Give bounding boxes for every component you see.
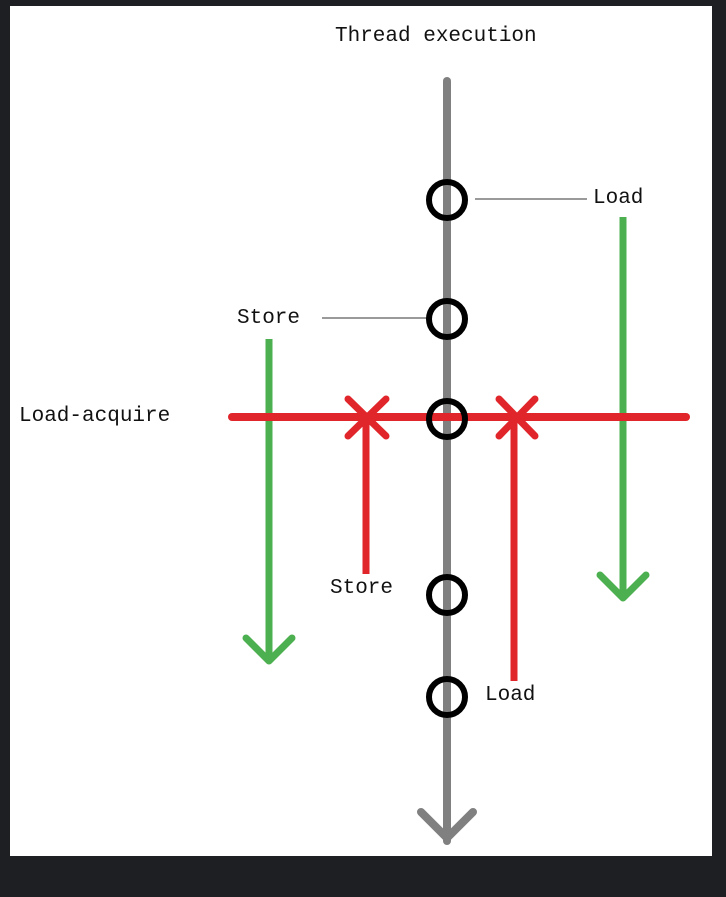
load-top-label: Load xyxy=(593,187,644,210)
load-top-node xyxy=(426,179,468,221)
store-blocked-x-icon xyxy=(344,395,390,440)
store-top-node xyxy=(426,298,468,340)
store-bottom-label: Store xyxy=(330,577,394,600)
diagram-canvas: Thread execution Load Store Load-acquire… xyxy=(10,6,712,856)
store-top-label: Store xyxy=(237,307,301,330)
diagram-title: Thread execution xyxy=(335,25,537,48)
load-allowed-arrowhead xyxy=(596,571,650,602)
diagram-svg xyxy=(228,77,690,845)
timeline-arrowhead xyxy=(417,808,477,842)
load-blocked-x-icon xyxy=(495,395,539,440)
load-bottom-label: Load xyxy=(485,684,536,707)
barrier-label: Load-acquire xyxy=(19,405,171,428)
load-acquire-node xyxy=(426,398,468,440)
store-bottom-node xyxy=(426,574,468,616)
store-allowed-arrowhead xyxy=(242,634,296,665)
load-bottom-node xyxy=(426,676,468,718)
